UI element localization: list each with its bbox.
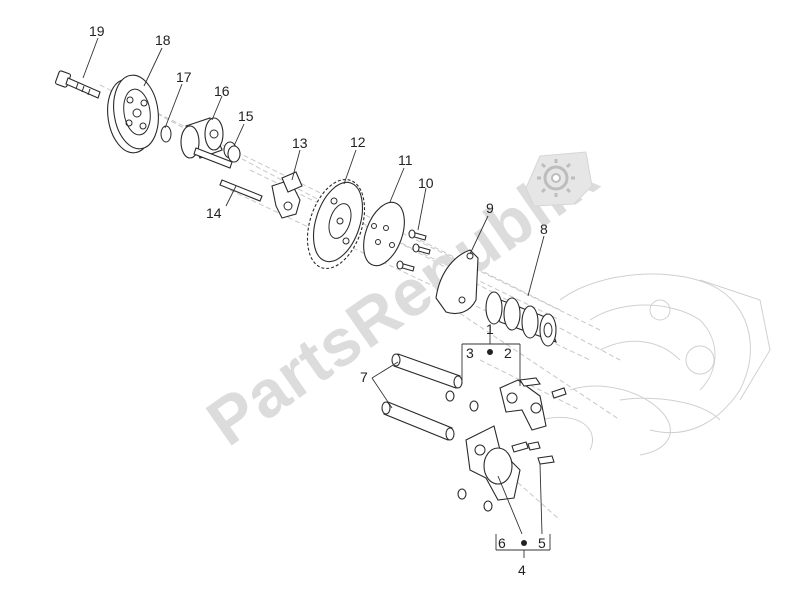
callout-16: 16 [214, 83, 230, 99]
callout-1: 1 [486, 321, 494, 337]
part-8-camshaft [485, 291, 557, 347]
callout-5: 5 [538, 535, 546, 551]
engine-housing-ghost [539, 273, 771, 456]
part-10-screws [396, 229, 431, 272]
part-11-plate [363, 201, 405, 267]
callout-9: 9 [486, 200, 494, 216]
callout-11: 11 [398, 152, 413, 168]
part-7-rocker-shafts [381, 353, 463, 441]
callout-19: 19 [89, 23, 105, 39]
callout-7: 7 [360, 369, 368, 385]
callout-labels: 19 18 17 16 15 13 12 14 11 10 9 8 1 3 2 … [89, 23, 548, 578]
callout-3: 3 [466, 345, 474, 361]
small-nuts [445, 390, 493, 512]
callout-2: 2 [504, 345, 512, 361]
callout-18: 18 [155, 32, 171, 48]
callout-14: 14 [206, 205, 222, 221]
part-17-circlip [160, 125, 172, 143]
part-14-pin [219, 179, 263, 202]
callout-13: 13 [292, 135, 308, 151]
callout-10: 10 [418, 175, 434, 191]
callout-12: 12 [350, 134, 366, 150]
part-6-rocker-arm-lower [465, 425, 555, 501]
part-2-rocker-arm-upper [499, 377, 567, 451]
callout-6: 6 [498, 535, 506, 551]
part-15-bushing [223, 141, 241, 163]
part-12-sprocket [306, 178, 366, 270]
callout-8: 8 [540, 221, 548, 237]
part-19-bolt [54, 70, 101, 99]
part-16-cam-hub [180, 117, 233, 169]
leader-lines [82, 37, 551, 558]
callout-17: 17 [176, 69, 192, 85]
part-13-weight [271, 171, 303, 219]
part-18-pulley-cover [107, 74, 159, 154]
gear-logo-icon [525, 151, 593, 207]
callout-4: 4 [518, 562, 526, 578]
callout-15: 15 [238, 108, 254, 124]
